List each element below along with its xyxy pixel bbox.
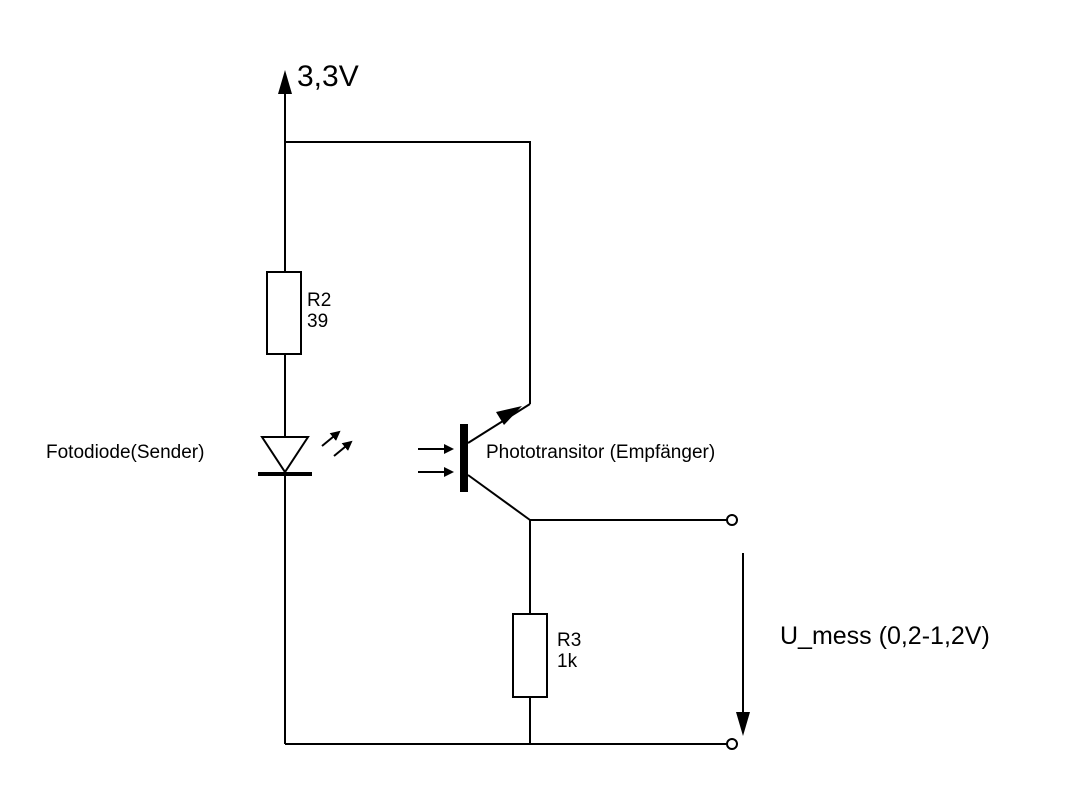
measurement-arrow (736, 553, 750, 736)
supply-voltage-label: 3,3V (297, 60, 359, 93)
led-label: Fotodiode(Sender) (46, 442, 204, 463)
phototransistor-symbol (460, 403, 531, 521)
led-symbol (258, 436, 312, 476)
output-terminal-bottom (726, 738, 738, 750)
led-emission-arrows-icon (321, 430, 353, 457)
resistor-r3 (512, 613, 548, 698)
r3-name-label: R3 (557, 630, 581, 651)
r2-value-label: 39 (307, 311, 328, 332)
output-terminal-top (726, 514, 738, 526)
top-rail-wire (285, 141, 531, 404)
phototransistor-label: Phototransitor (Empfänger) (486, 442, 715, 463)
r3-value-label: 1k (557, 651, 578, 672)
r2-name-label: R2 (307, 290, 331, 311)
output-voltage-label: U_mess (0,2-1,2V) (780, 622, 990, 650)
supply-arrow (278, 70, 292, 142)
output-node-wire (529, 519, 727, 744)
light-input-arrows-icon (418, 444, 454, 477)
resistor-r2 (266, 271, 302, 355)
